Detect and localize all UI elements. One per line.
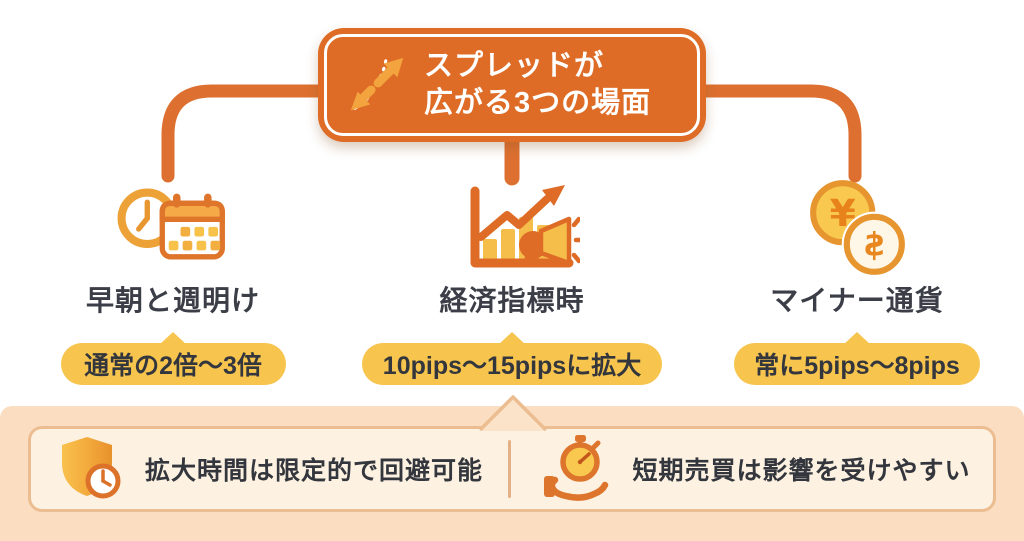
panel-notch xyxy=(479,395,547,431)
branch-economic-indicators: 経済指標時 10pips〜15pipsに拡大 xyxy=(362,183,662,385)
title-box: スプレッドが 広がる3つの場面 xyxy=(318,28,706,142)
branch-label: マイナー通貨 xyxy=(770,285,944,316)
branch-label: 経済指標時 xyxy=(439,285,585,316)
branch-early-morning: 早朝と週明け 通常の2倍〜3倍 xyxy=(23,183,323,385)
note-short-term: 短期売買は影響を受けやすい xyxy=(511,429,994,509)
notes-divider xyxy=(507,440,511,498)
note-text: 拡大時間は限定的で回避可能 xyxy=(145,457,484,485)
dollar-symbol: $ xyxy=(863,228,885,264)
branch-badge: 常に5pips〜8pips xyxy=(734,343,980,385)
hand-stopwatch-icon xyxy=(543,435,608,501)
branch-minor-currency: ¥ $ マイナー通貨 常に5pips〜8pips xyxy=(707,180,1007,385)
title-line-1: スプレッドが xyxy=(424,50,605,82)
notes-panel: 拡大時間は限定的で回避可能 短期売買は影響を受けやすい xyxy=(28,426,996,512)
page-title: スプレッドが 広がる3つの場面 xyxy=(424,48,651,122)
currency-coins-icon: ¥ $ xyxy=(804,180,910,277)
branch-badge: 通常の2倍〜3倍 xyxy=(60,343,286,385)
branch-label: 早朝と週明け xyxy=(85,285,260,316)
shield-clock-icon xyxy=(62,437,121,499)
chart-megaphone-icon xyxy=(445,183,580,275)
clock-calendar-icon xyxy=(117,183,229,275)
branch-badge: 10pips〜15pipsに拡大 xyxy=(362,343,662,385)
note-text: 短期売買は影響を受けやすい xyxy=(632,457,971,485)
note-avoidable: 拡大時間は限定的で回避可能 xyxy=(31,429,508,509)
expand-arrows-icon xyxy=(350,57,404,111)
title-line-2: 広がる3つの場面 xyxy=(424,87,652,119)
